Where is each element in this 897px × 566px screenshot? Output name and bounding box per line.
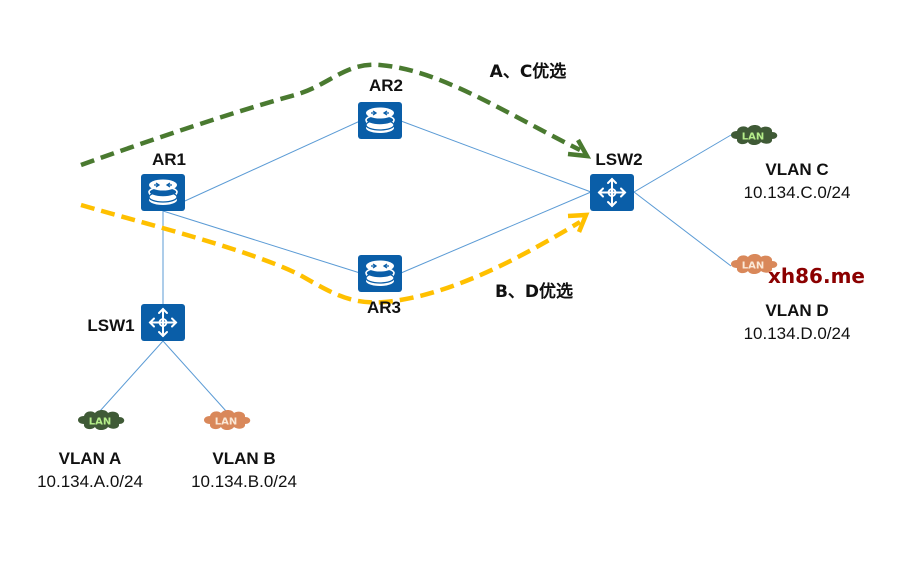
lan-badge-c: LAN xyxy=(742,132,764,143)
lan-cloud-a[interactable]: LAN xyxy=(78,410,125,430)
device-ar1[interactable] xyxy=(140,173,186,212)
link-ar2-lsw2 xyxy=(400,120,592,193)
device-ar1-label: AR1 xyxy=(152,150,186,169)
path-ac-label: A、C优选 xyxy=(490,61,567,82)
vlan-d-name: VLAN D xyxy=(765,301,828,320)
lan-cloud-b[interactable]: LAN xyxy=(204,410,251,430)
vlan-b-subnet: 10.134.B.0/24 xyxy=(191,472,297,491)
router-icon xyxy=(357,101,403,140)
link-lsw2-vlan-d xyxy=(633,191,732,267)
lan-badge-d: LAN xyxy=(742,261,764,272)
router-icon xyxy=(140,173,186,212)
device-ar3-label: AR3 xyxy=(367,298,401,317)
vlan-c-name: VLAN C xyxy=(765,160,828,179)
router-icon xyxy=(357,254,403,293)
lan-cloud-d[interactable]: LAN xyxy=(731,254,778,274)
device-ar2-label: AR2 xyxy=(369,76,403,95)
path-bd-preferred xyxy=(80,202,590,305)
vlan-c-subnet: 10.134.C.0/24 xyxy=(744,183,851,202)
device-lsw2-label: LSW2 xyxy=(595,150,642,169)
link-lsw1-vlan-a xyxy=(99,340,164,412)
link-ar1-ar2 xyxy=(162,120,361,212)
device-ar2[interactable] xyxy=(357,101,403,140)
path-ac-preferred xyxy=(80,62,592,168)
switch-icon xyxy=(589,173,635,212)
device-lsw1[interactable] xyxy=(140,303,186,342)
path-ac-line xyxy=(80,62,582,168)
path-ac-arrowhead-icon xyxy=(567,138,592,159)
vlan-d-subnet: 10.134.D.0/24 xyxy=(744,324,851,343)
lan-cloud-c[interactable]: LAN xyxy=(731,125,778,145)
device-ar3[interactable] xyxy=(357,254,403,293)
device-lsw1-label: LSW1 xyxy=(87,316,134,335)
vlan-a-name: VLAN A xyxy=(59,449,122,468)
lan-badge-b: LAN xyxy=(215,417,237,428)
link-ar3-lsw2 xyxy=(400,191,592,274)
link-lsw2-vlan-c xyxy=(633,134,732,193)
link-ar1-ar3 xyxy=(162,210,361,274)
path-bd-arrowhead-icon xyxy=(567,212,590,233)
vlan-a-subnet: 10.134.A.0/24 xyxy=(37,472,143,491)
path-bd-label: B、D优选 xyxy=(495,281,573,302)
switch-icon xyxy=(140,303,186,342)
lan-badge-a: LAN xyxy=(89,417,111,428)
device-lsw2[interactable] xyxy=(589,173,635,212)
link-lsw1-vlan-b xyxy=(162,340,227,412)
watermark: xh86.me xyxy=(768,264,865,288)
vlan-b-name: VLAN B xyxy=(212,449,275,468)
